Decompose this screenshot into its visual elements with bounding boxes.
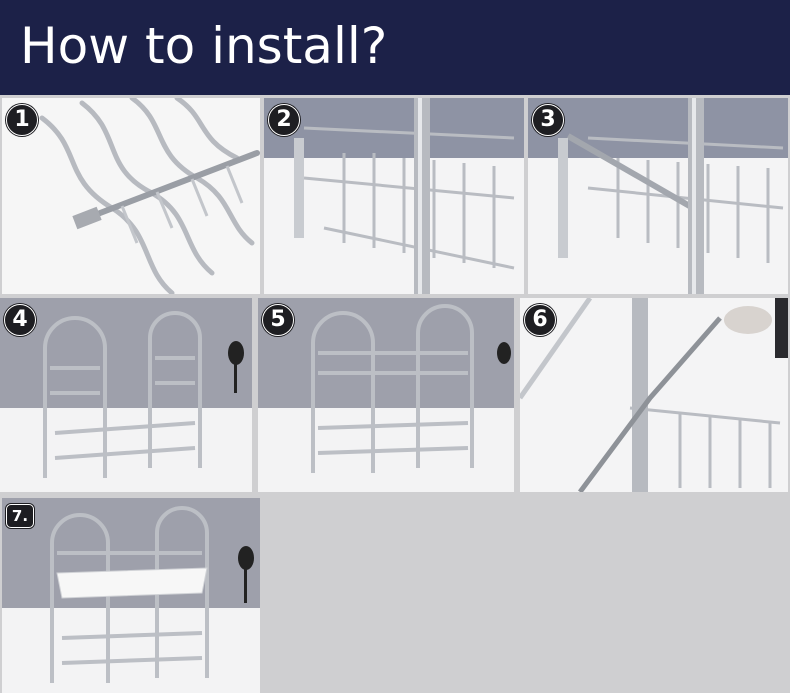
step-7-badge: 7.	[6, 504, 34, 528]
step-6-badge: 6	[524, 304, 556, 336]
step-6-photo: 6	[520, 298, 788, 492]
crossbar-illustration	[528, 98, 788, 294]
step-7-photo: 7.	[2, 498, 260, 693]
lower-tier-illustration	[0, 298, 252, 492]
rail-pole-illustration	[264, 98, 524, 294]
step-3-badge: 3	[532, 104, 564, 136]
drip-tray-illustration	[2, 498, 260, 693]
step-1-badge: 1	[6, 104, 38, 136]
step-4-photo: 4	[0, 298, 252, 492]
rack-bolt-illustration	[39, 98, 260, 294]
page-title: How to install?	[20, 17, 388, 75]
step-5-photo: 5	[258, 298, 514, 492]
step-5-badge: 5	[262, 304, 294, 336]
header-banner: How to install?	[0, 0, 790, 95]
step-2-photo: 2	[264, 98, 524, 294]
step-4-badge: 4	[4, 304, 36, 336]
step-1-photo: 1	[2, 98, 260, 294]
hex-key-illustration	[520, 298, 788, 492]
step-3-photo: 3	[528, 98, 788, 294]
upper-tier-illustration	[258, 298, 514, 492]
step-2-badge: 2	[268, 104, 300, 136]
